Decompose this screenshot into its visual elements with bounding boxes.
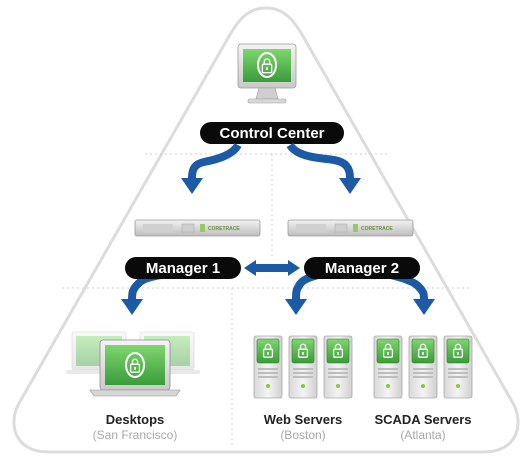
web-servers-location: (Boston) [280,428,325,442]
scada-servers-title: SCADA Servers [374,412,471,427]
tower-server-icon [254,336,282,398]
manager-2-node: Manager 2 [304,257,420,279]
tower-server-icon [409,336,437,398]
divider-lines [62,153,470,445]
tower-server-icon [324,336,352,398]
manager-2-label: Manager 2 [325,260,399,277]
manager-1-label: Manager 1 [146,260,220,277]
appliance-brand: CORETRACE [361,226,393,232]
tower-server-icon [374,336,402,398]
laptop-icon [89,339,181,397]
control-center-node: Control Center [200,122,344,144]
appliance-brand: CORETRACE [208,226,240,232]
tower-server-icon [289,336,317,398]
monitor-icon [237,43,297,104]
desktops-title: Desktops [106,412,165,427]
tower-server-icon [444,336,472,398]
arrowheads [121,178,435,315]
control-center-label: Control Center [220,125,325,142]
server-appliance-icon: CORETRACE [287,219,414,237]
server-appliance-icon: CORETRACE [134,219,261,237]
desktops-location: (San Francisco) [93,428,178,442]
scada-servers-location: (Atlanta) [400,428,445,442]
web-servers-title: Web Servers [264,412,343,427]
manager-1-node: Manager 1 [125,257,241,279]
